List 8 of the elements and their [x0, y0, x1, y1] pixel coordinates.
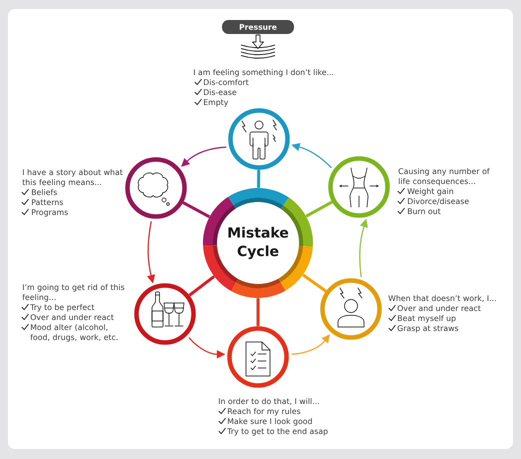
node-label: Mistake Cycle: [228, 226, 288, 260]
cycle-hub: Mistake Cycle: [203, 188, 313, 298]
connector-line: [256, 298, 260, 326]
connector-line: [182, 201, 210, 218]
connector-line: [257, 170, 260, 188]
connector-line: [188, 275, 216, 297]
connector-line: [306, 200, 333, 218]
connector-line: [302, 274, 327, 292]
